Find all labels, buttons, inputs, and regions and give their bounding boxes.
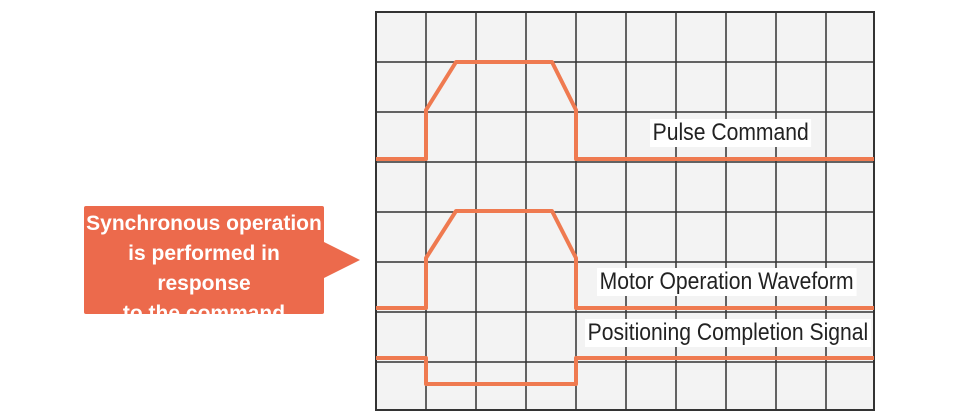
positioning-completion-signal-waveform: [376, 356, 874, 386]
callout-line: Synchronous operation: [86, 212, 322, 235]
waveforms: [376, 60, 874, 386]
callout-line: is performed in response: [128, 242, 280, 295]
callout-line: to the command: [122, 302, 286, 325]
callout-text: Synchronous operation is performed in re…: [84, 209, 324, 329]
motor-operation-waveform-label: Motor Operation Waveform: [597, 268, 857, 296]
pulse-command-waveform: [376, 60, 874, 161]
pulse-command-label: Pulse Command: [650, 119, 812, 147]
callout-box: [84, 206, 324, 314]
positioning-completion-signal-label: Positioning Completion Signal: [585, 319, 871, 347]
motor-operation-waveform: [376, 209, 874, 310]
callout-arrow: [324, 242, 360, 278]
